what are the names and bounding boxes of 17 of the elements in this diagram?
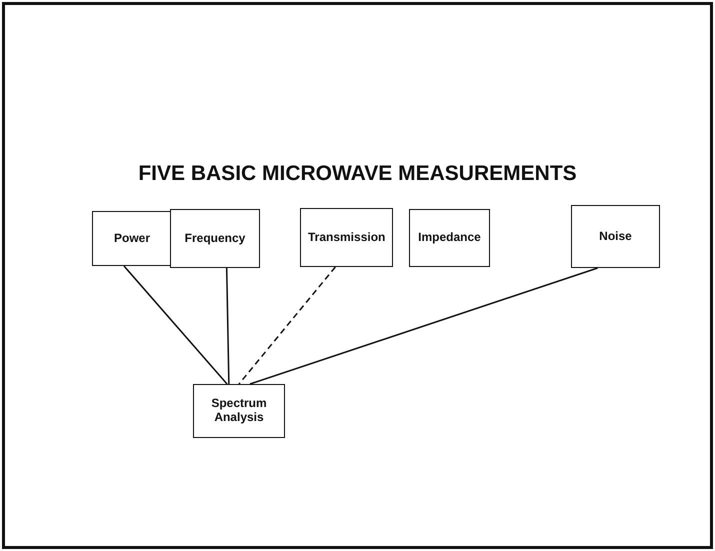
measurement-box [409,209,490,267]
dashed-connector-line [238,266,336,384]
box-label: Spectrum Analysis [210,397,268,425]
measurement-box [300,208,393,267]
measurement-box [193,384,285,438]
connector-line [226,268,230,384]
box-label: Impedance [417,231,482,245]
connector-line [250,267,598,385]
measurement-box [92,211,172,266]
measurement-box [571,205,660,268]
box-label: Frequency [184,232,246,246]
box-label: Noise [598,230,633,244]
box-label: Transmission [308,230,385,244]
connector-line [123,266,228,384]
box-label: Power [112,232,151,246]
diagram-title: FIVE BASIC MICROWAVE MEASUREMENTS [137,162,578,186]
measurement-box [170,209,260,268]
